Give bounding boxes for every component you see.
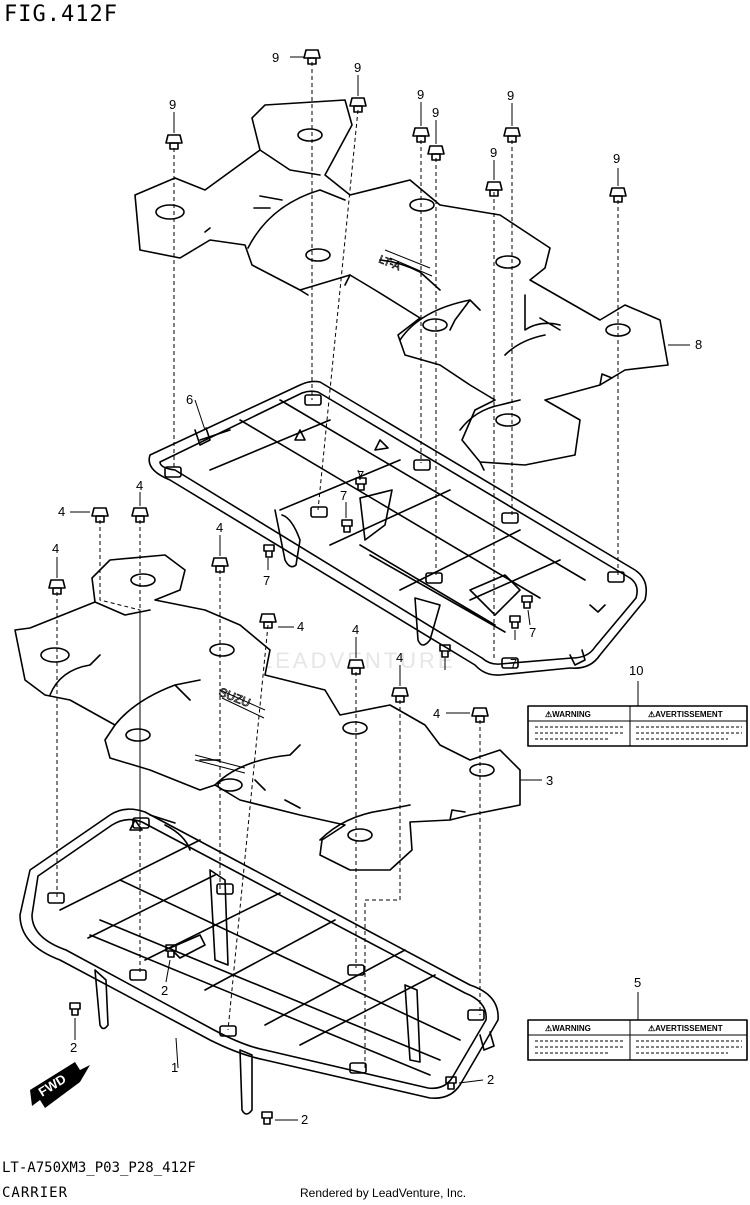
avertissement-text-5: ⚠AVERTISSEMENT xyxy=(648,1024,723,1033)
callout-4: 4 xyxy=(58,504,65,519)
leader-lines xyxy=(56,56,690,1121)
callout-9: 9 xyxy=(354,60,361,75)
rear-bolt-group xyxy=(165,49,627,660)
callout-9: 9 xyxy=(613,151,620,166)
warning-text-10: ⚠WARNING xyxy=(545,710,591,719)
callout-4: 4 xyxy=(216,520,223,535)
callout-labels: 9 9 9 9 9 9 9 9 8 6 7 7 7 7 7 4 4 4 4 4 … xyxy=(52,50,702,1127)
callout-9: 9 xyxy=(169,97,176,112)
avertissement-text-10: ⚠AVERTISSEMENT xyxy=(648,710,723,719)
callout-2: 2 xyxy=(70,1040,77,1055)
callout-7: 7 xyxy=(357,468,364,483)
callout-10: 10 xyxy=(629,663,643,678)
callout-9: 9 xyxy=(417,87,424,102)
callout-1: 1 xyxy=(171,1060,178,1075)
figure-title: FIG.412F xyxy=(4,2,118,27)
rear-carrier-cover: LT-A xyxy=(134,99,669,471)
callout-2: 2 xyxy=(487,1072,494,1087)
callout-6: 6 xyxy=(186,392,193,407)
callout-3: 3 xyxy=(546,773,553,788)
callout-9: 9 xyxy=(272,50,279,65)
fwd-arrow: FWD xyxy=(30,1062,90,1108)
front-carrier-cover: SUZU xyxy=(14,554,521,871)
callout-7: 7 xyxy=(340,488,347,503)
figure-name: CARRIER xyxy=(2,1185,69,1201)
callout-5: 5 xyxy=(634,975,641,990)
callout-4: 4 xyxy=(352,622,359,637)
callout-9: 9 xyxy=(432,105,439,120)
callout-7: 7 xyxy=(510,656,517,671)
rear-carrier-frame xyxy=(148,380,648,676)
callout-7: 7 xyxy=(529,625,536,640)
callout-4: 4 xyxy=(433,706,440,721)
front-bolt-group xyxy=(48,507,489,1068)
callout-4: 4 xyxy=(52,541,59,556)
rear-screw-group xyxy=(263,477,533,658)
callout-4: 4 xyxy=(297,619,304,634)
callout-9: 9 xyxy=(507,88,514,103)
callout-8: 8 xyxy=(695,337,702,352)
warning-label-5: ⚠WARNING ⚠AVERTISSEMENT xyxy=(527,1019,748,1061)
warning-label-10: ⚠WARNING ⚠AVERTISSEMENT xyxy=(527,705,748,747)
front-carrier-frame xyxy=(19,808,499,1115)
front-screw-group xyxy=(69,944,457,1125)
figure-code: LT-A750XM3_P03_P28_412F xyxy=(2,1160,196,1176)
warning-text-5: ⚠WARNING xyxy=(545,1024,591,1033)
callout-7: 7 xyxy=(263,573,270,588)
callout-4: 4 xyxy=(136,478,143,493)
callout-2: 2 xyxy=(301,1112,308,1127)
callout-9: 9 xyxy=(490,145,497,160)
callout-4: 4 xyxy=(396,650,403,665)
callout-2: 2 xyxy=(161,983,168,998)
rendered-by-credit: Rendered by LeadVenture, Inc. xyxy=(300,1186,467,1200)
